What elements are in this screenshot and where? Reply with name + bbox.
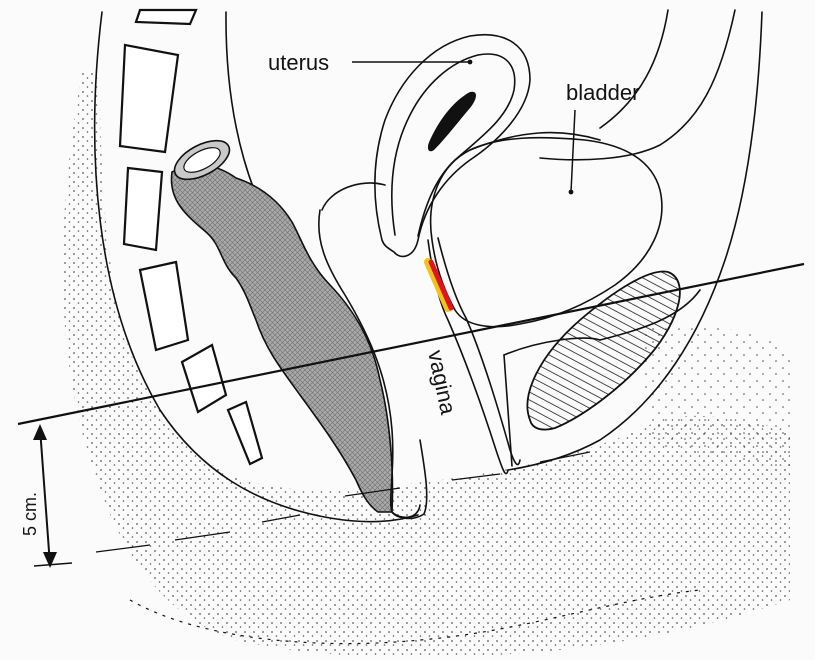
leader-lines xyxy=(352,60,575,195)
label-vagina: vagina xyxy=(423,348,461,417)
rectum xyxy=(168,133,392,512)
uterus xyxy=(375,35,530,257)
label-uterus: uterus xyxy=(268,50,329,75)
label-bladder: bladder xyxy=(566,80,639,105)
cervix-highlight xyxy=(428,262,451,308)
label-measure: 5 cm. xyxy=(20,492,40,536)
